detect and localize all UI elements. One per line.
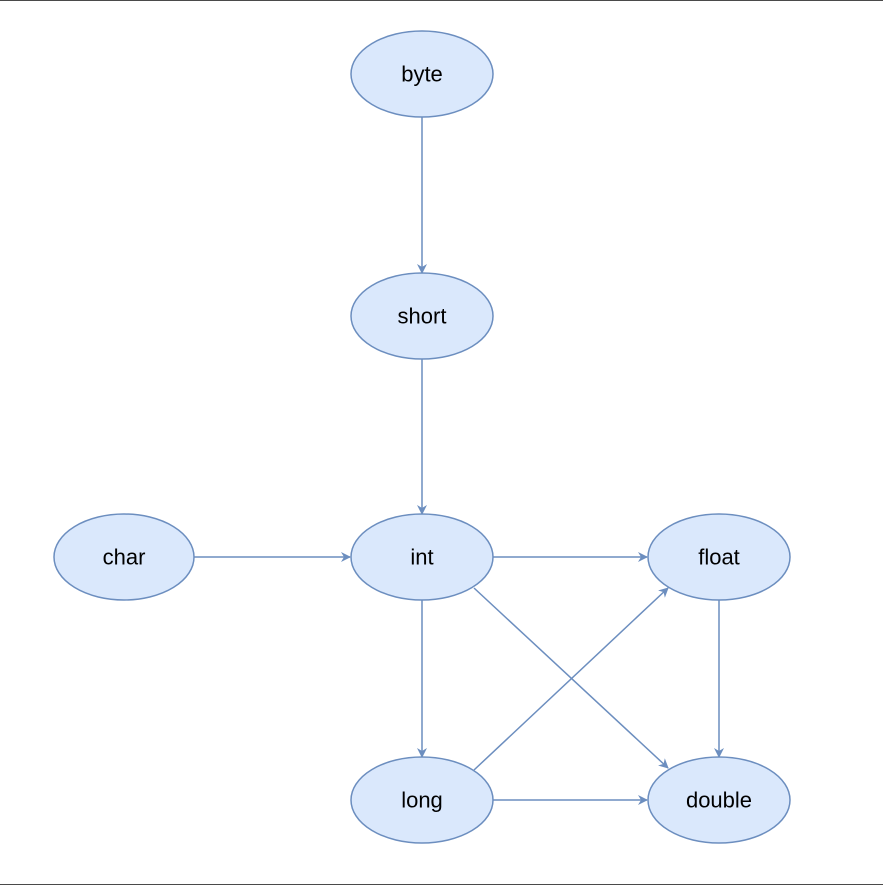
- node-float-label: float: [698, 545, 740, 570]
- node-float: float: [647, 513, 791, 601]
- node-byte-shape: [350, 30, 494, 118]
- node-float-shape: [647, 513, 791, 601]
- nodes-layer: byte short char int float long double: [53, 30, 791, 844]
- edge-long-float: [473, 587, 669, 771]
- node-double-shape: [647, 756, 791, 844]
- node-long: long: [350, 756, 494, 844]
- node-char-shape: [53, 513, 195, 601]
- top-border-line: [0, 0, 883, 1]
- edges-layer: [194, 117, 724, 805]
- node-double-label: double: [686, 788, 752, 813]
- node-int-label: int: [410, 545, 433, 570]
- node-long-label: long: [401, 788, 443, 813]
- bottom-border-line: [0, 884, 883, 885]
- node-byte: byte: [350, 30, 494, 118]
- node-short: short: [350, 272, 494, 360]
- node-short-label: short: [398, 304, 447, 329]
- node-long-shape: [350, 756, 494, 844]
- node-double: double: [647, 756, 791, 844]
- node-int-shape: [350, 513, 494, 601]
- node-int: int: [350, 513, 494, 601]
- node-char: char: [53, 513, 195, 601]
- node-short-shape: [350, 272, 494, 360]
- node-byte-label: byte: [401, 62, 443, 87]
- node-char-label: char: [103, 545, 146, 570]
